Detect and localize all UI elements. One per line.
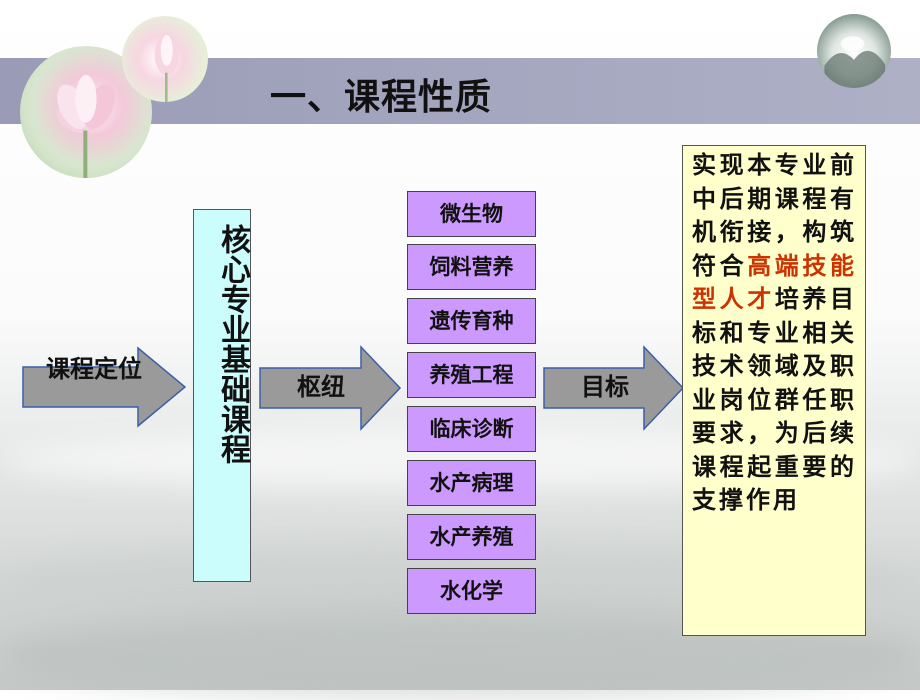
course-item: 水产养殖 <box>407 514 536 560</box>
positioning-label: 课程定位 <box>46 355 142 383</box>
lotus-bud-decoration-image <box>122 16 208 102</box>
course-item: 水产病理 <box>407 460 536 506</box>
goal-text-start: 实现本专业前中后期课程有机衔接，构筑符合 <box>692 151 857 280</box>
core-course-label: 核心专业基础课程 <box>215 224 250 464</box>
course-item: 临床诊断 <box>407 406 536 452</box>
course-item: 水化学 <box>407 568 536 614</box>
page-title: 一、课程性质 <box>270 77 493 118</box>
goal-text-end: 培养目标和专业相关技术领域及职业岗位群任职要求，为后续课程起重要的支撑作用 <box>692 285 858 514</box>
goal-text-highlight: 高端技能型人才 <box>692 251 858 314</box>
goal-arrow: 目标 <box>543 345 685 431</box>
hub-label: 枢纽 <box>297 373 345 401</box>
hub-arrow: 枢纽 <box>259 345 402 431</box>
goal-description-box: 实现本专业前中后期课程有机衔接，构筑符合高端技能型人才培养目标和专业相关技术领域… <box>682 145 866 636</box>
course-item: 微生物 <box>407 191 536 237</box>
course-item: 遗传育种 <box>407 298 536 344</box>
course-item: 养殖工程 <box>407 352 536 398</box>
goal-label: 目标 <box>581 373 629 401</box>
ink-landscape-decoration-image <box>817 14 891 88</box>
core-course-box: 核心专业基础课程 <box>193 209 251 582</box>
lotus-decoration-image <box>20 46 152 178</box>
course-item: 饲料营养 <box>407 244 536 290</box>
positioning-arrow: 课程定位 <box>22 346 187 428</box>
